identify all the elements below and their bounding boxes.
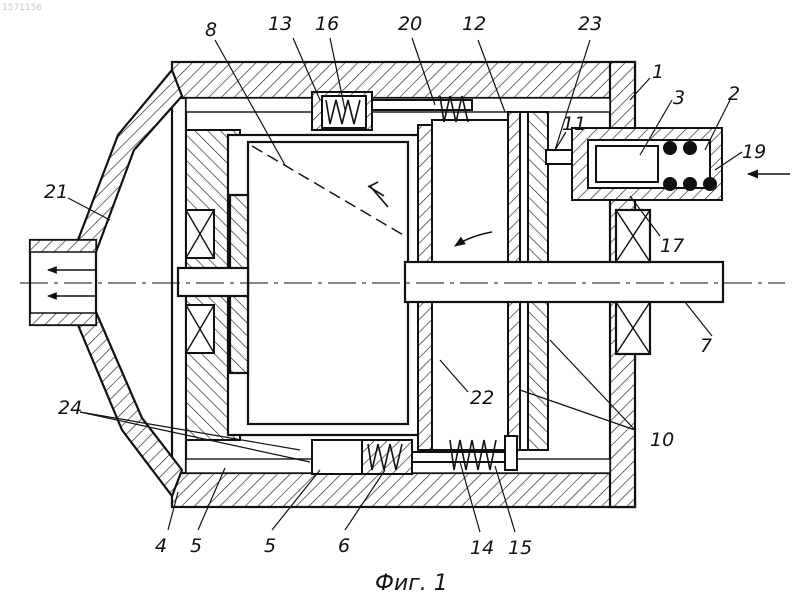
ball-1 <box>664 142 676 154</box>
label-13: 13 <box>268 13 292 35</box>
ball-4 <box>684 178 696 190</box>
bottom-piston-5 <box>312 440 362 474</box>
rod-20 <box>372 100 472 110</box>
shaft-left-end <box>178 268 248 296</box>
ball-2 <box>684 142 696 154</box>
label-10: 10 <box>650 429 674 451</box>
label-24: 24 <box>58 397 82 419</box>
label-14: 14 <box>470 537 494 559</box>
label-20: 20 <box>398 13 422 35</box>
inlet-valve <box>546 128 790 200</box>
housing-top-wall <box>172 62 635 98</box>
leader-7 <box>685 302 712 336</box>
label-16: 16 <box>315 13 339 35</box>
label-15: 15 <box>508 537 532 559</box>
ball-5 <box>704 178 716 190</box>
figure-caption: Фиг. 1 <box>375 571 448 596</box>
housing-bottom-wall <box>172 473 635 507</box>
label-17: 17 <box>660 235 684 257</box>
label-5b: 5 <box>264 535 276 557</box>
ball-3 <box>664 178 676 190</box>
label-21: 21 <box>44 181 68 203</box>
label-4: 4 <box>155 535 167 557</box>
valve-stem-11 <box>546 150 572 164</box>
cover-lower-wall <box>78 312 182 496</box>
label-6: 6 <box>338 535 350 557</box>
label-23: 23 <box>578 13 602 35</box>
label-5a: 5 <box>190 535 202 557</box>
label-11: 11 <box>562 113 586 135</box>
valve-piston-3 <box>596 146 658 182</box>
watermark: 1571156 <box>2 3 42 13</box>
label-7: 7 <box>700 335 712 357</box>
shaft-body <box>405 262 723 302</box>
label-3: 3 <box>673 87 685 109</box>
cover-upper-wall <box>78 70 182 252</box>
label-2: 2 <box>728 83 740 105</box>
label-1: 1 <box>652 61 664 83</box>
rotor <box>228 135 428 435</box>
label-19: 19 <box>742 141 766 163</box>
outlet-hatch-bottom <box>30 313 96 325</box>
label-12: 12 <box>462 13 486 35</box>
spring-15-cap <box>505 436 517 470</box>
label-8: 8 <box>205 19 217 41</box>
label-22: 22 <box>470 387 494 409</box>
outlet-hatch-top <box>30 240 96 252</box>
